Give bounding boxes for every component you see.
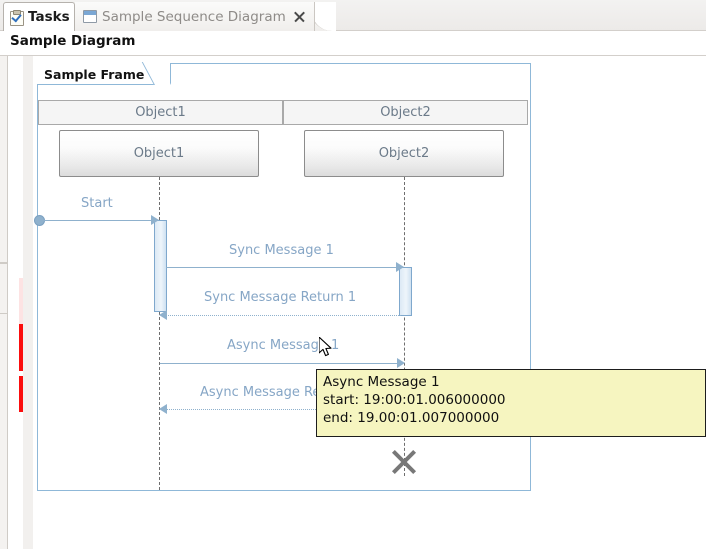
message-arrowhead-async-1	[397, 358, 405, 368]
column-header-object1-label: Object1	[135, 105, 186, 120]
tab-tasks[interactable]: Tasks	[3, 2, 75, 31]
frame-label: Sample Frame	[44, 66, 145, 82]
lifeline-object2[interactable]	[404, 177, 405, 476]
message-line-async-1[interactable]	[160, 363, 402, 364]
frame-label-tag: Sample Frame	[37, 62, 172, 85]
tooltip-title: Async Message 1	[323, 374, 440, 390]
tooltip-end: end: 19.00:01.007000000	[323, 410, 500, 426]
page-title: Sample Diagram	[10, 33, 136, 49]
message-arrowhead-sync-1	[396, 262, 404, 272]
close-icon[interactable]	[294, 11, 305, 22]
stop-x-icon[interactable]	[391, 449, 417, 475]
editor-annotation-gutter[interactable]	[0, 56, 8, 549]
mouse-cursor	[319, 337, 332, 357]
message-label-start: Start	[81, 196, 113, 211]
column-header-object2-label: Object2	[380, 105, 431, 120]
lifeline-box-object1-label: Object1	[133, 146, 185, 161]
column-header-object2[interactable]: Object2	[283, 100, 528, 125]
message-line-sync-1[interactable]	[166, 267, 401, 268]
message-line-start[interactable]	[40, 220, 155, 221]
tasks-clipboard-icon	[9, 9, 24, 26]
tab-bar: Tasks Sample Sequence Diagram	[0, 0, 706, 31]
overview-ruler[interactable]	[9, 56, 31, 549]
message-arrowhead-async-return-1	[159, 404, 167, 414]
message-line-async-return-1[interactable]	[163, 409, 402, 410]
column-header-object1[interactable]: Object1	[38, 100, 283, 125]
tab-tasks-label: Tasks	[28, 9, 70, 25]
activation-bar-object1[interactable]	[154, 220, 167, 312]
message-line-sync-return-1[interactable]	[163, 315, 401, 316]
title-divider	[0, 55, 706, 56]
lifeline-box-object1[interactable]: Object1	[59, 130, 259, 177]
sequence-diagram-canvas[interactable]: Sample Frame Object1 Object2 Object1 Obj…	[33, 56, 706, 549]
message-label-async-1: Async Message 1	[227, 338, 340, 353]
tooltip: Async Message 1 start: 19:00:01.00600000…	[316, 369, 706, 437]
message-arrowhead-sync-return-1	[159, 310, 167, 320]
editor-window-icon	[83, 10, 97, 23]
tooltip-start: start: 19:00:01.006000000	[323, 392, 506, 408]
activation-bar-object2[interactable]	[399, 267, 412, 316]
message-label-sync-1: Sync Message 1	[229, 243, 334, 258]
tab-sample-sequence-diagram-label: Sample Sequence Diagram	[102, 8, 286, 25]
message-label-sync-return-1: Sync Message Return 1	[204, 290, 357, 305]
lifeline-box-object2[interactable]: Object2	[304, 130, 504, 177]
tab-sample-sequence-diagram[interactable]: Sample Sequence Diagram	[75, 2, 315, 31]
message-arrowhead-start	[151, 215, 159, 225]
ruler-track	[23, 56, 33, 549]
lifeline-box-object2-label: Object2	[378, 146, 430, 161]
lifeline-object1[interactable]	[159, 177, 160, 490]
